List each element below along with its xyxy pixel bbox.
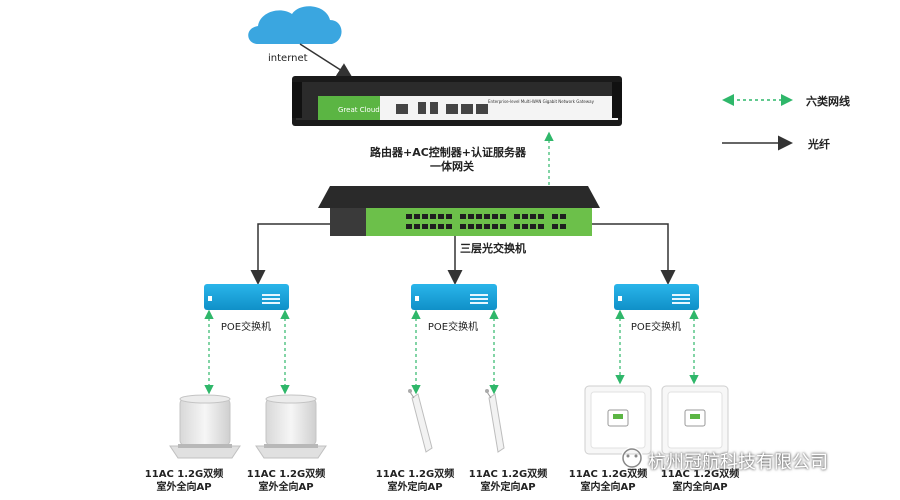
ap-6-line2: 室内全向AP: [672, 482, 728, 493]
ap-1-line2: 室外全向AP: [156, 482, 212, 493]
core-switch-device: [318, 186, 600, 236]
ap-5-caption: 11AC 1.2G双频 室内全向AP: [569, 468, 647, 494]
gateway-caption-line1: 路由器+AC控制器+认证服务器: [369, 146, 527, 159]
watermark-text: 杭州冠航科技有限公司: [648, 452, 828, 473]
internet-cloud-icon: [248, 6, 342, 45]
fiber-core-to-poe-1: [250, 223, 330, 285]
core-switch-caption: 三层光交换机: [460, 242, 526, 255]
ap-outdoor-directional-1-icon: [408, 389, 433, 453]
ap-2-line1: 11AC 1.2G双频: [246, 469, 326, 480]
poe-switch-2: [411, 284, 497, 310]
ap-3-line1: 11AC 1.2G双频: [375, 469, 455, 480]
ap-3-caption: 11AC 1.2G双频 室外定向AP: [376, 468, 454, 494]
ap-2-line2: 室外全向AP: [258, 482, 314, 493]
internet-label: internet: [268, 53, 308, 64]
ap-4-line2: 室外定向AP: [480, 482, 536, 493]
ap-2-caption: 11AC 1.2G双频 室外全向AP: [247, 468, 325, 494]
ap-6-caption: 11AC 1.2G双频 室内全向AP: [661, 468, 739, 494]
poe-switch-3: [614, 284, 699, 310]
poe-switch-1-label: POE交换机: [220, 322, 272, 333]
ap-4-line1: 11AC 1.2G双频: [468, 469, 548, 480]
gateway-model-text: Enterprise-level Multi-WAN Gigabit Netwo…: [488, 99, 595, 104]
ap-5-line1: 11AC 1.2G双频: [568, 469, 648, 480]
poe-switch-1: [204, 284, 289, 310]
ap-1-caption: 11AC 1.2G双频 室外全向AP: [145, 468, 223, 494]
ap-outdoor-omni-1-icon: [169, 394, 241, 459]
ap-3-line2: 室外定向AP: [387, 482, 443, 493]
ap-outdoor-directional-2-icon: [485, 389, 505, 453]
wechat-icon: [621, 447, 643, 469]
ap-outdoor-omni-2-icon: [255, 394, 327, 459]
fiber-cloud-to-gateway: [299, 43, 353, 78]
gateway-brand: Great Cloud: [338, 106, 380, 114]
ap-indoor-omni-1-icon: [584, 385, 652, 455]
ap-6-line1: 11AC 1.2G双频: [660, 469, 740, 480]
ap-4-caption: 11AC 1.2G双频 室外定向AP: [469, 468, 547, 494]
fiber-core-to-poe-3: [592, 223, 676, 285]
poe-switch-3-label: POE交换机: [630, 322, 682, 333]
legend-cat6-label: 六类网线: [806, 95, 850, 108]
poe-switch-2-label: POE交换机: [427, 322, 479, 333]
ap-1-line1: 11AC 1.2G双频: [144, 469, 224, 480]
ap-indoor-omni-2-icon: [661, 385, 729, 455]
ap-5-line2: 室内全向AP: [580, 482, 636, 493]
gateway-caption-line2: 一体网关: [430, 160, 474, 173]
gateway-device: [292, 76, 622, 126]
legend-fiber-label: 光纤: [808, 138, 830, 151]
